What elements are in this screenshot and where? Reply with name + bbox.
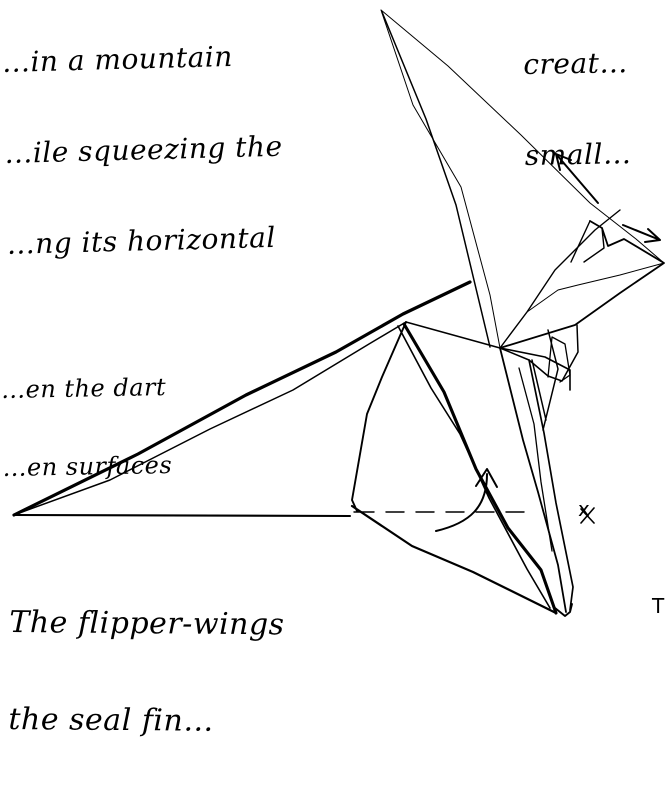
- body-upper-fold: [406, 322, 570, 390]
- mid-left-instruction-text: …en the dart …en surfaces: [0, 323, 173, 533]
- bottom-right-fragment: T: [652, 596, 665, 618]
- top-left-line-2: …ile squeezing the: [4, 132, 283, 170]
- left-flipper-front: [352, 322, 406, 511]
- bottom-left-line-1: The flipper-wings: [9, 607, 285, 642]
- bottom-left-instruction-text: The flipper-wings the seal fin…: [8, 542, 286, 804]
- left-flipper-lower: [352, 506, 556, 613]
- top-right-line-1: creat…: [523, 49, 630, 81]
- origami-diagram-canvas: …in a mountain …ile squeezing the …ng it…: [0, 0, 666, 630]
- bottom-left-line-2: the seal fin…: [8, 704, 284, 739]
- x-mark-label: x: [578, 499, 590, 521]
- mid-left-line-2: …en surfaces: [2, 453, 172, 482]
- mid-left-line-1: …en the dart: [1, 375, 171, 404]
- right-flipper-edge: [500, 348, 566, 612]
- top-right-instruction-text: creat… small…: [522, 0, 633, 232]
- top-right-line-2: small…: [525, 139, 632, 171]
- top-left-instruction-text: …in a mountain …ile squeezing the …ng it…: [0, 0, 287, 320]
- top-left-line-1: …in a mountain: [2, 41, 281, 79]
- top-left-line-3: …ng its horizontal: [6, 223, 285, 261]
